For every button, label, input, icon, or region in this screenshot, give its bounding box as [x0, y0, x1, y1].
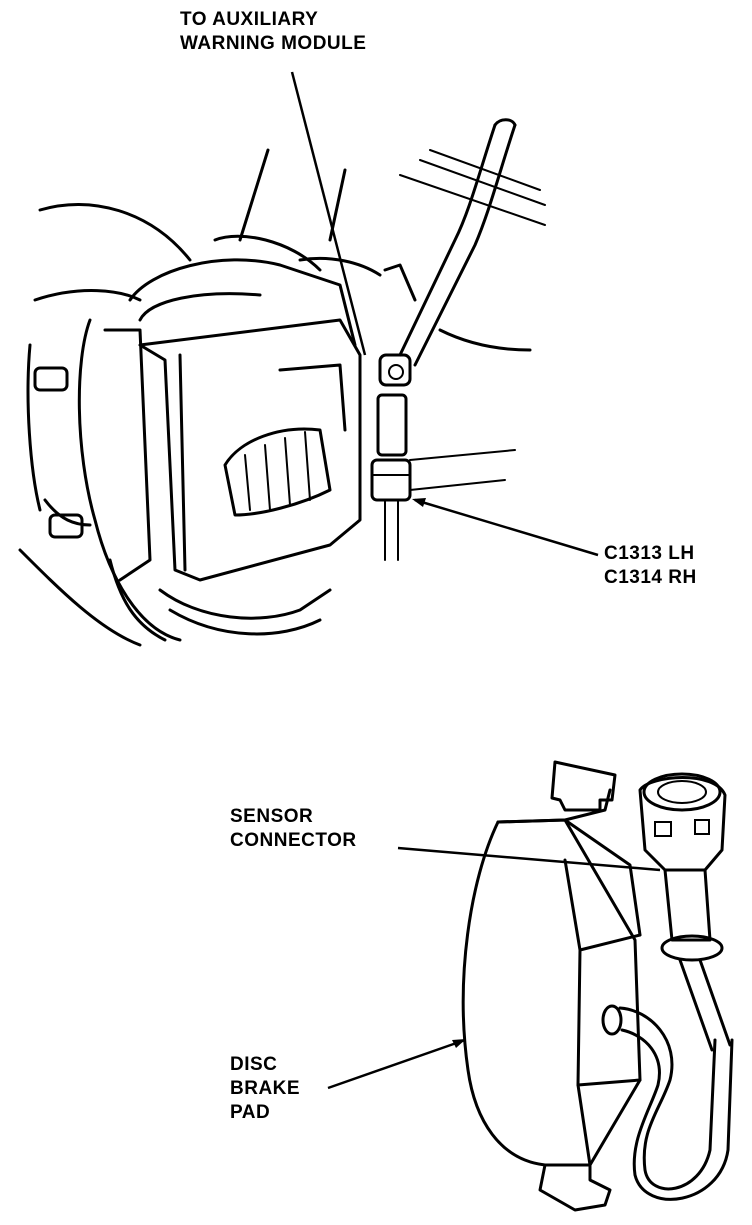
connector-leader-arrow: [412, 498, 426, 507]
caliper-assembly-drawing: [18, 118, 546, 647]
connector-leader: [414, 498, 599, 557]
pad-label-line2: BRAKE: [230, 1078, 301, 1099]
sensor-label-line1: SENSOR: [230, 806, 314, 827]
sensor-connector-leader: [397, 846, 661, 872]
brake-pad-drawing: [461, 760, 734, 1212]
sensor-connector-label: SENSOR CONNECTOR: [230, 805, 357, 853]
pad-label-line3: PAD: [230, 1102, 271, 1123]
connector-id-label: C1313 LH C1314 RH: [604, 542, 697, 590]
aux-label-line2: WARNING MODULE: [180, 33, 367, 54]
aux-label-line1: TO AUXILIARY: [180, 9, 319, 30]
pad-label-line1: DISC: [230, 1054, 278, 1075]
connector-label-line1: C1313 LH: [604, 543, 695, 564]
brake-pad-leader-arrow: [452, 1039, 466, 1048]
connector-label-line2: C1314 RH: [604, 567, 697, 588]
brake-pad-leader: [327, 1038, 466, 1090]
brake-pad-label: DISC BRAKE PAD: [230, 1053, 300, 1125]
aux-module-label: TO AUXILIARY WARNING MODULE: [180, 8, 366, 56]
sensor-label-line2: CONNECTOR: [230, 830, 357, 851]
aux-module-leader: [290, 71, 367, 356]
